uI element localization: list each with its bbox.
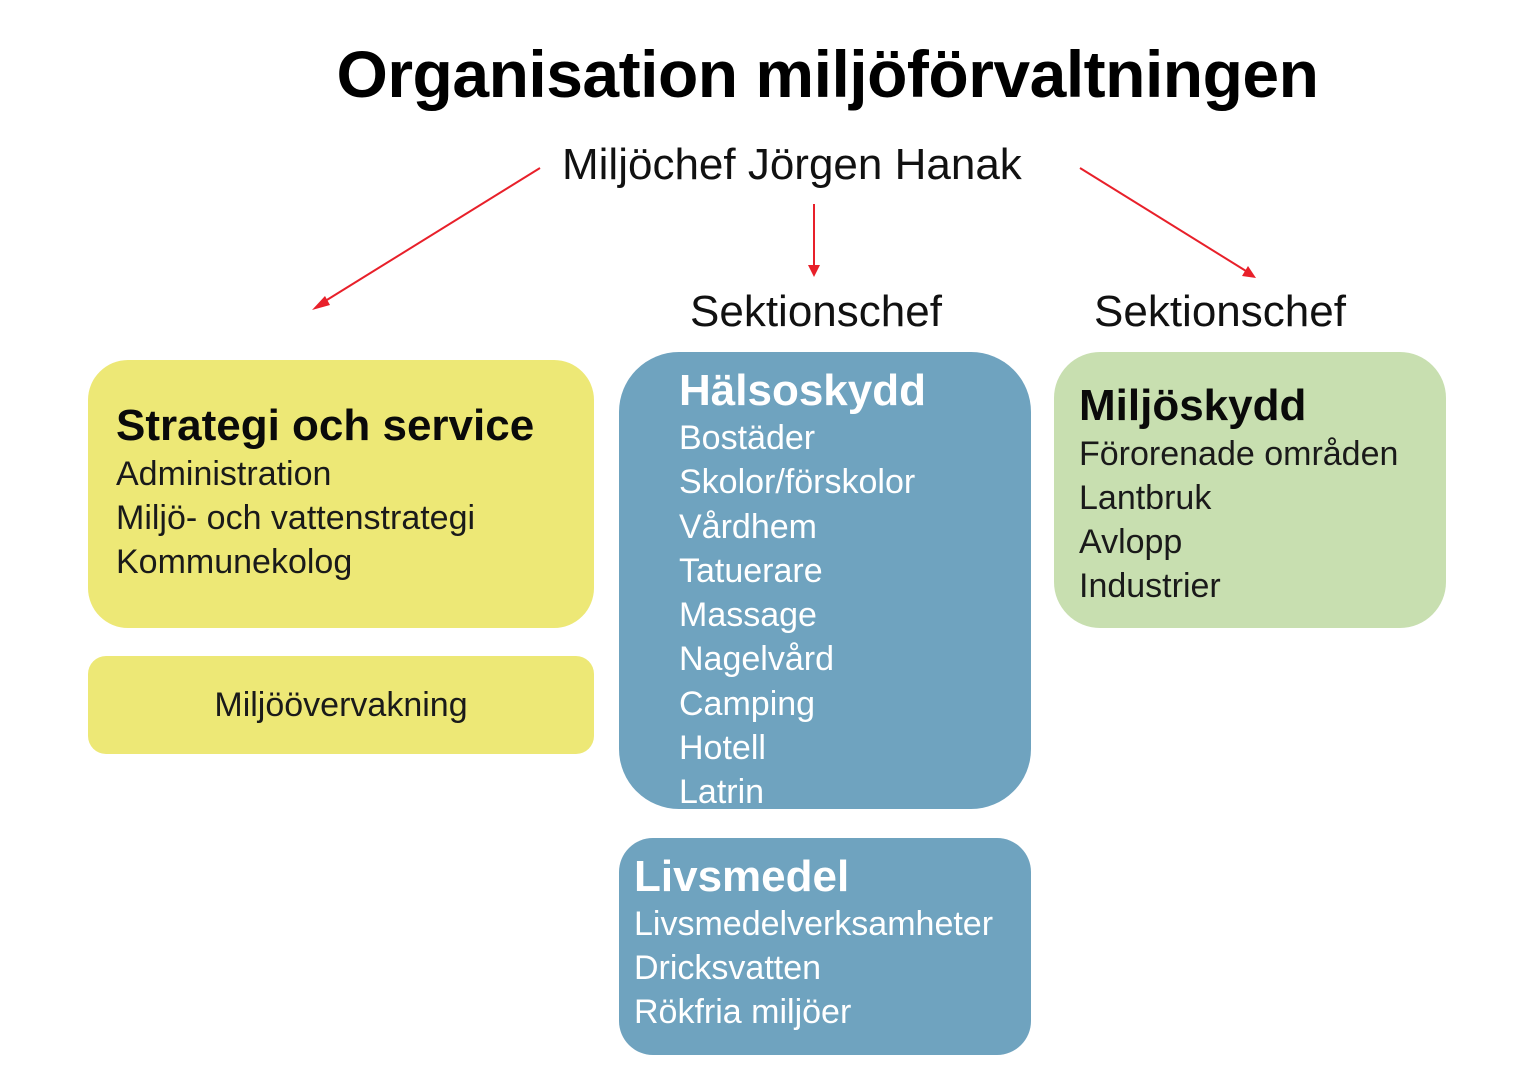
unit-item: Miljö- och vattenstrategi [116,499,476,537]
unit-halsoskydd: Hälsoskydd Bostäder Skolor/förskolor Vår… [619,352,1031,811]
chief-label: Miljöchef Jörgen Hanak [562,140,1022,189]
unit-title: Strategi och service [116,401,535,450]
unit-item: Livsmedelverksamheter [634,905,994,943]
section-head-middle: Sektionschef [690,287,942,336]
unit-item: Avlopp [1079,523,1183,561]
unit-item: Tatuerare [679,551,823,590]
unit-strategi-och-service: Strategi och service Administration Milj… [88,360,594,628]
page-title: Organisation miljöförvaltningen [336,37,1319,111]
unit-item: Industrier [1079,567,1221,605]
unit-title: Miljöskydd [1079,381,1307,430]
unit-title: Hälsoskydd [679,366,926,415]
unit-miljoovervakning: Miljöövervakning [88,656,594,754]
unit-item: Förorenade områden [1079,435,1399,473]
unit-item: Bostäder [679,419,816,457]
unit-item: Vårdhem [679,507,817,546]
unit-livsmedel: Livsmedel Livsmedelverksamheter Dricksva… [619,838,1031,1055]
unit-item: Kommunekolog [116,543,353,581]
unit-item: Skolor/förskolor [679,463,916,502]
unit-item: Rökfria miljöer [634,993,852,1031]
unit-item: Hotell [679,729,766,768]
unit-miljoskydd: Miljöskydd Förorenade områden Lantbruk A… [1054,352,1446,628]
unit-item: Lantbruk [1079,479,1212,517]
unit-item: Nagelvård [679,640,834,679]
unit-item: Camping [679,684,816,723]
section-head-right: Sektionschef [1094,287,1346,336]
unit-title: Livsmedel [634,852,850,901]
unit-item: Administration [116,455,332,493]
unit-item: Dricksvatten [634,949,822,987]
unit-item: Latrin [679,773,765,812]
unit-item: Massage [679,596,817,635]
unit-title: Miljöövervakning [214,686,468,724]
arrow-to-strategi [312,167,541,310]
arrow-to-halsoskydd [808,204,820,277]
arrow-to-miljoskydd [1079,167,1256,278]
